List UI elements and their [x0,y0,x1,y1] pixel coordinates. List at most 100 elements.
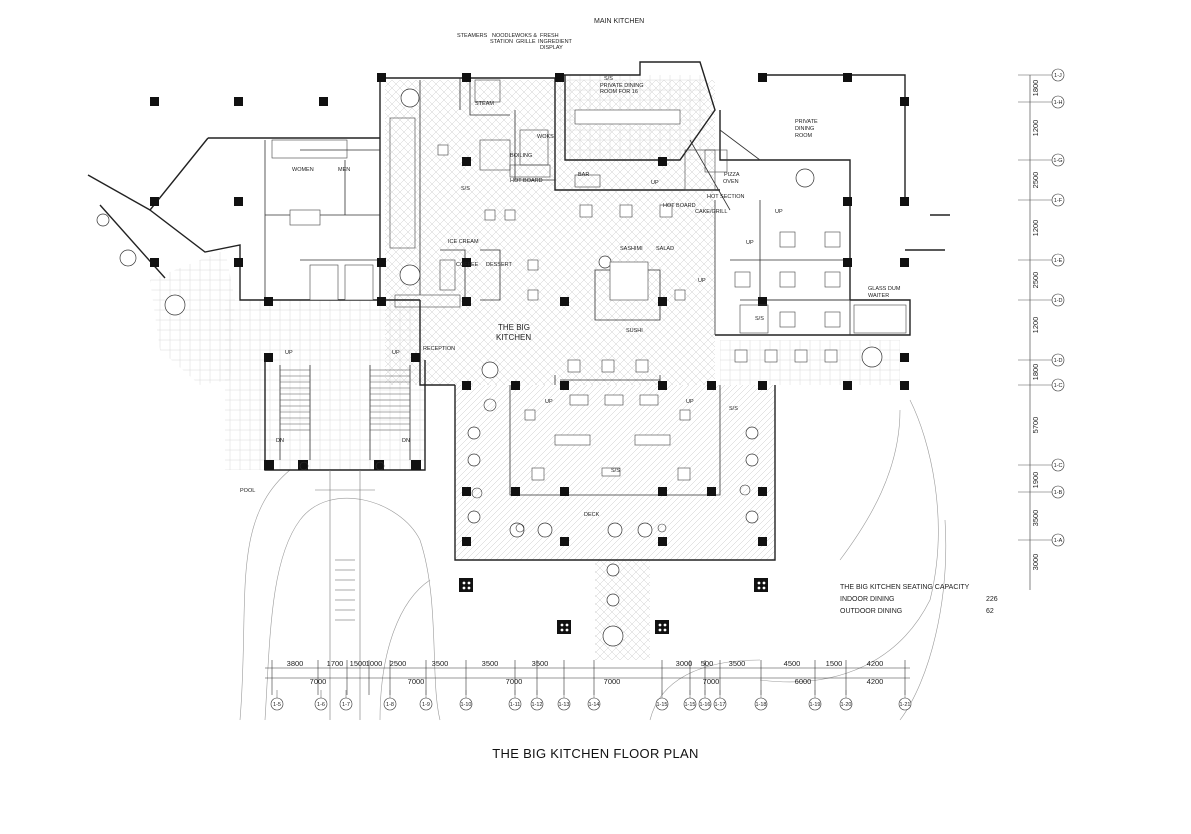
grid-bubble [1051,353,1065,367]
label-sashimi: SASHIMI [620,246,643,252]
grid-bubble [898,697,912,711]
columns [150,73,909,546]
grid-label: 1-16 [699,702,710,708]
label-noodle-2: STATION [490,39,513,45]
grid-label: 1-12 [531,702,542,708]
grid-bubble [314,697,328,711]
label-pdr-2: ROOM FOR 16 [600,89,638,95]
dimension-label: 3000 [1031,554,1040,571]
grid-label: 1-6 [317,702,325,708]
grid-bubble [270,697,284,711]
outdoor-dining-label: OUTDOOR DINING [840,608,903,615]
grid-label: 1-9 [422,702,430,708]
grid-bubble [419,697,433,711]
label-salad: SALAD [656,246,674,252]
grid-bubble [698,697,712,711]
label-dn-2: DN [402,438,410,444]
seating-heading: THE BIG KITCHEN SEATING CAPACITY [840,584,970,591]
label-woks: WOKS [537,134,554,140]
dimension-label: 1500 [350,659,367,668]
grid-bubble [339,697,353,711]
grid-bubble [459,697,473,711]
round-tables [96,88,883,647]
dimension-label: 7000 [408,677,425,686]
dimension-text-right: 1800120025001200250012001800570019003500… [1031,80,1040,571]
dimension-label: 2500 [1031,172,1040,189]
grid-label: 1-C [1054,463,1063,469]
label-ice-cream: ICE CREAM [448,239,479,245]
label-pdr-ss: S/S [604,76,613,82]
grid-bubble [683,697,697,711]
grid-bubble [530,697,544,711]
room-labels: MAIN KITCHEN STEAMERS NOODLE STATION WOK… [240,18,901,518]
label-ss-4: S/S [755,316,764,322]
grid-bubble [1051,533,1065,547]
label-pizza-1: PIZZA [724,172,740,178]
label-hot-board-2: HOT BOARD [663,203,696,209]
label-boiling: BOILING [510,153,532,159]
grid-bubble [1051,193,1065,207]
grid-bubble [1051,253,1065,267]
label-private-2: DINING [795,126,814,132]
dimension-label: 5700 [1031,417,1040,434]
dimension-label: 1700 [327,659,344,668]
dimension-label: 3500 [482,659,499,668]
dimension-label: 7000 [506,677,523,686]
label-fresh-1: FRESH [540,33,559,39]
dimension-label: 2500 [1031,272,1040,289]
dimension-label: 1200 [1031,317,1040,334]
dimension-label: 1000 [366,659,383,668]
grid-bubble [1051,378,1065,392]
label-men: MEN [338,167,350,173]
label-steamers: STEAMERS [457,33,488,39]
grid-label: 1-19 [809,702,820,708]
label-sushi: SUSHI [626,328,643,334]
dimension-label: 7000 [310,677,327,686]
grid-label: 1-20 [840,702,851,708]
dimension-label: 4200 [867,677,884,686]
label-ss-1: S/S [461,186,470,192]
dimension-label: 1800 [1031,364,1040,381]
grid-bubble [1051,68,1065,82]
floor-tiles [150,75,900,660]
indoor-dining-label: INDOOR DINING [840,596,895,603]
grid-bubble [713,697,727,711]
grid-bubble [1051,153,1065,167]
label-private-3: ROOM [795,133,813,139]
dimension-label: 4200 [867,659,884,668]
grid-label: 1-D [1054,358,1063,364]
grid-label: 1-B [1054,490,1063,496]
grid-label: 1-10 [460,702,471,708]
dimension-label: 1800 [1031,80,1040,97]
grid-label: 1-17 [714,702,725,708]
label-dessert: DESSERT [486,262,513,268]
label-woks-grille-2: GRILLE [516,39,536,45]
grid-bubble [587,697,601,711]
grid-bubble [1051,95,1065,109]
indoor-dining-value: 226 [986,596,998,603]
grid-label: 1-C [1054,383,1063,389]
label-steam: STEAM [475,101,494,107]
grid-label: 1-14 [588,702,599,708]
grid-label: 1-18 [755,702,766,708]
dimension-label: 1900 [1031,472,1040,489]
label-up-8: UP [698,278,706,284]
label-pool: POOL [240,488,255,494]
grid-label: 1-7 [342,702,350,708]
grid-label: 1-H [1054,100,1063,106]
dimension-label: 1200 [1031,120,1040,137]
square-tables [289,109,841,481]
dimension-label: 3000 [676,659,693,668]
counters [271,79,907,334]
label-up-7: UP [775,209,783,215]
dimension-label: 7000 [703,677,720,686]
label-glass-1: GLASS DUM [868,286,901,292]
label-cake-grill: CAKE/GRILL [695,209,727,215]
grid-bubble [754,697,768,711]
dimension-label: 6000 [795,677,812,686]
walls [87,61,950,561]
grid-bubble [508,697,522,711]
